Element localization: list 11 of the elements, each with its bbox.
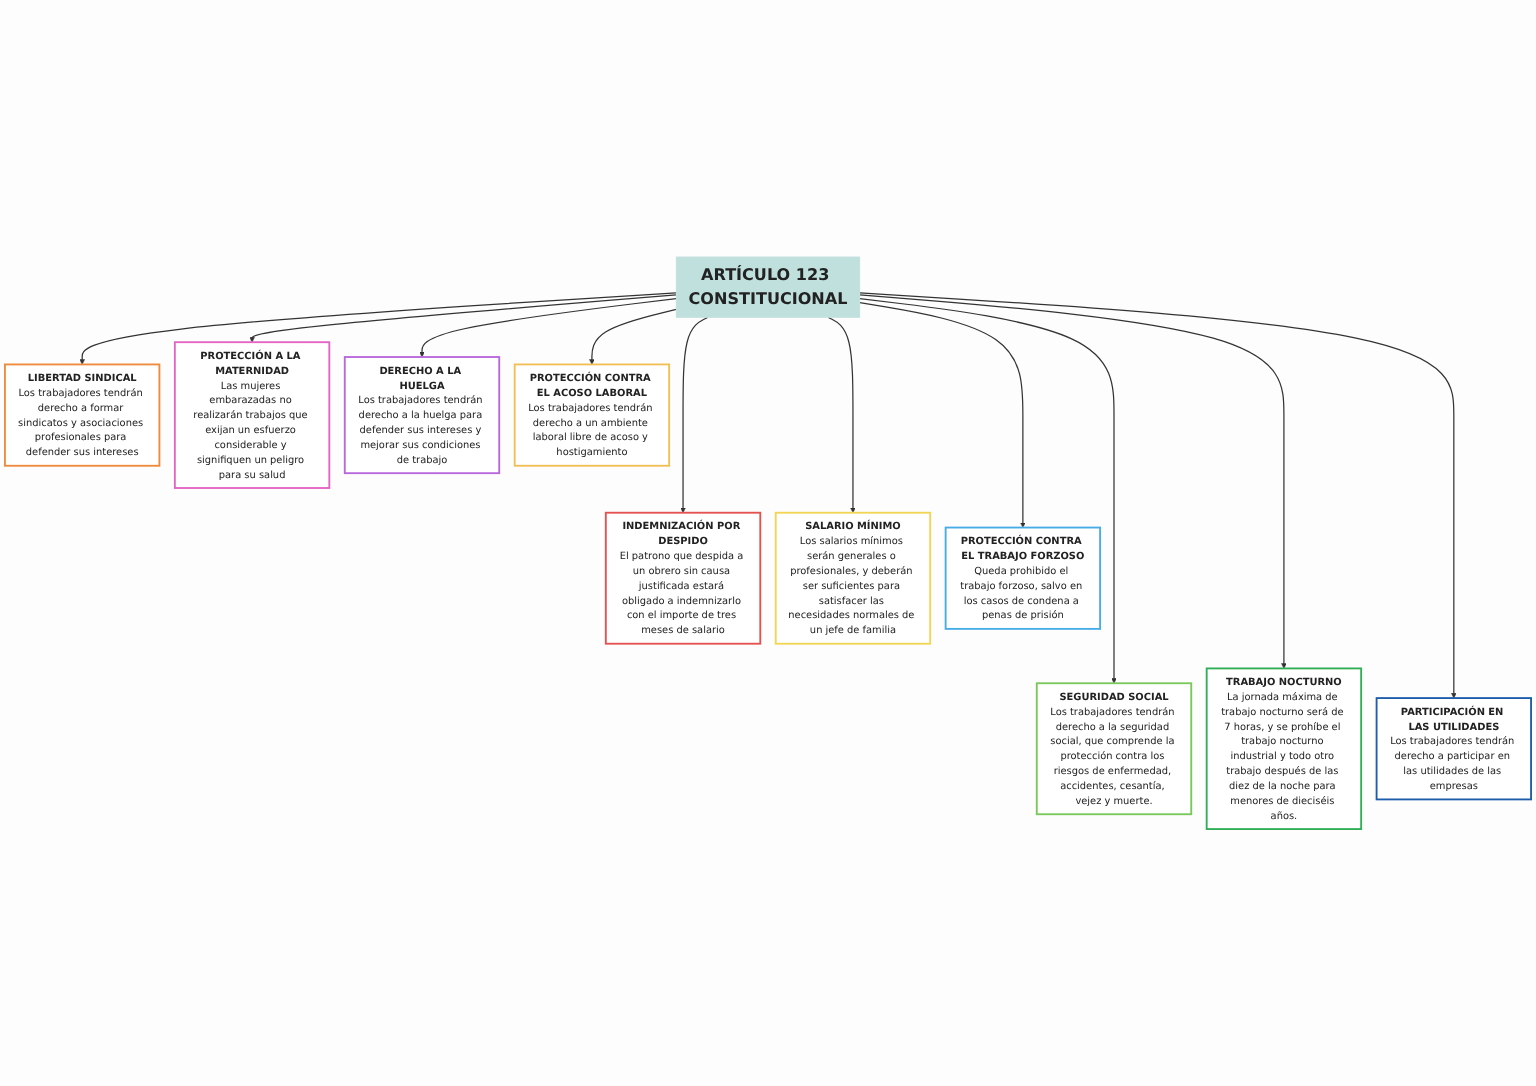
arrow [249, 294, 677, 343]
arrow [419, 297, 677, 358]
arrow [859, 292, 1457, 699]
arrow [859, 301, 1026, 528]
arrow [859, 294, 1287, 669]
arrow [827, 316, 856, 513]
arrow [79, 292, 677, 365]
node-box: ARTÍCULO 123 CONSTITUCIONAL [675, 256, 861, 318]
arrow [859, 297, 1117, 684]
arrow [589, 308, 677, 365]
arrow [680, 316, 709, 513]
